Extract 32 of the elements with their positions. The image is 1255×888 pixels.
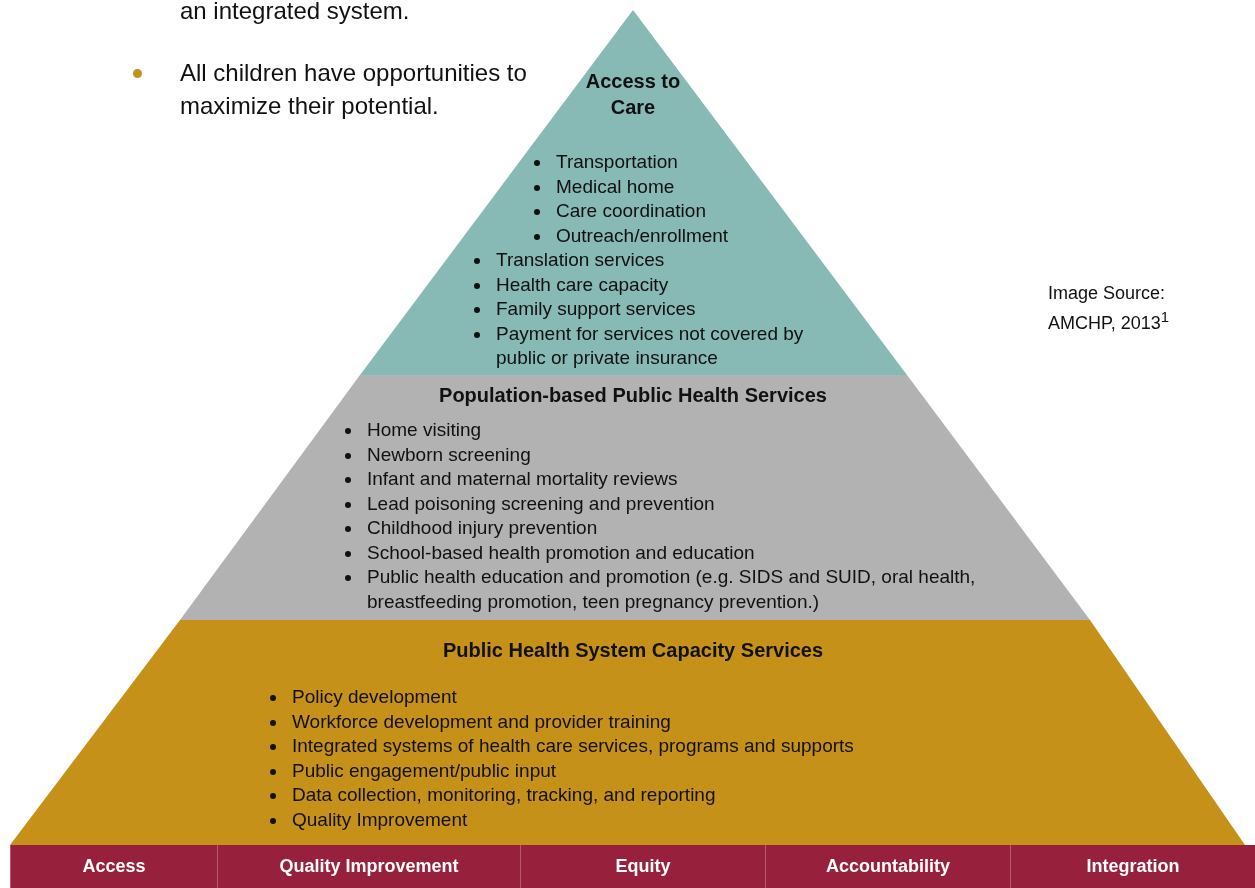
list-item: Public health education and promotion (e.g. SIDS and SUID, oral health, breastfeeding promotion, teen pregnancy prevention.) [341, 565, 1021, 614]
principle-band-cell: Access [10, 845, 217, 888]
list-item: Infant and maternal mortality reviews [341, 467, 1021, 492]
list-item: Payment for services not covered by public or private insurance [470, 321, 826, 371]
bullet-text: All children have opportunities to maximize their potential. [180, 58, 528, 121]
principle-band-cell: Equity [520, 845, 765, 888]
list-item: Home visiting [341, 418, 1021, 443]
list-item: Translation services [470, 248, 850, 273]
list-item: Transportation [530, 150, 850, 175]
list-item: Family support services [470, 297, 850, 322]
list-item: Data collection, monitoring, tracking, and reporting [266, 783, 1026, 808]
list-item: Outreach/enrollment [530, 223, 850, 248]
list-item: Public engagement/public input [266, 758, 1026, 783]
list-item: Medical home [530, 174, 850, 199]
list-item: Workforce development and provider training [266, 709, 1026, 734]
list-item: Health care capacity [470, 272, 850, 297]
bullet-text: an integrated system. [180, 0, 411, 26]
list-item: Integrated systems of health care services, programs and supports [266, 734, 1026, 759]
list-item: Childhood injury prevention [341, 516, 1021, 541]
list-item: Quality Improvement [266, 807, 1026, 832]
principle-band-cell: Integration [1010, 845, 1255, 888]
list-item: Care coordination [530, 199, 850, 224]
principle-band-cell: Quality Improvement [217, 845, 520, 888]
list-item: Policy development [266, 685, 1026, 710]
list-item: Lead poisoning screening and prevention [341, 491, 1021, 516]
list-item: School-based health promotion and education [341, 540, 1021, 565]
principle-band-cell: Accountability [765, 845, 1010, 888]
tier-heading: Population-based Public Health Services [438, 383, 828, 408]
list-item: Newborn screening [341, 442, 1021, 467]
tier-heading: Public Health System Capacity Services [441, 638, 825, 663]
source-note: Image Source: AMCHP, 2013$^{1}$ [1048, 282, 1171, 335]
tier-heading: Access to Care [584, 69, 682, 120]
